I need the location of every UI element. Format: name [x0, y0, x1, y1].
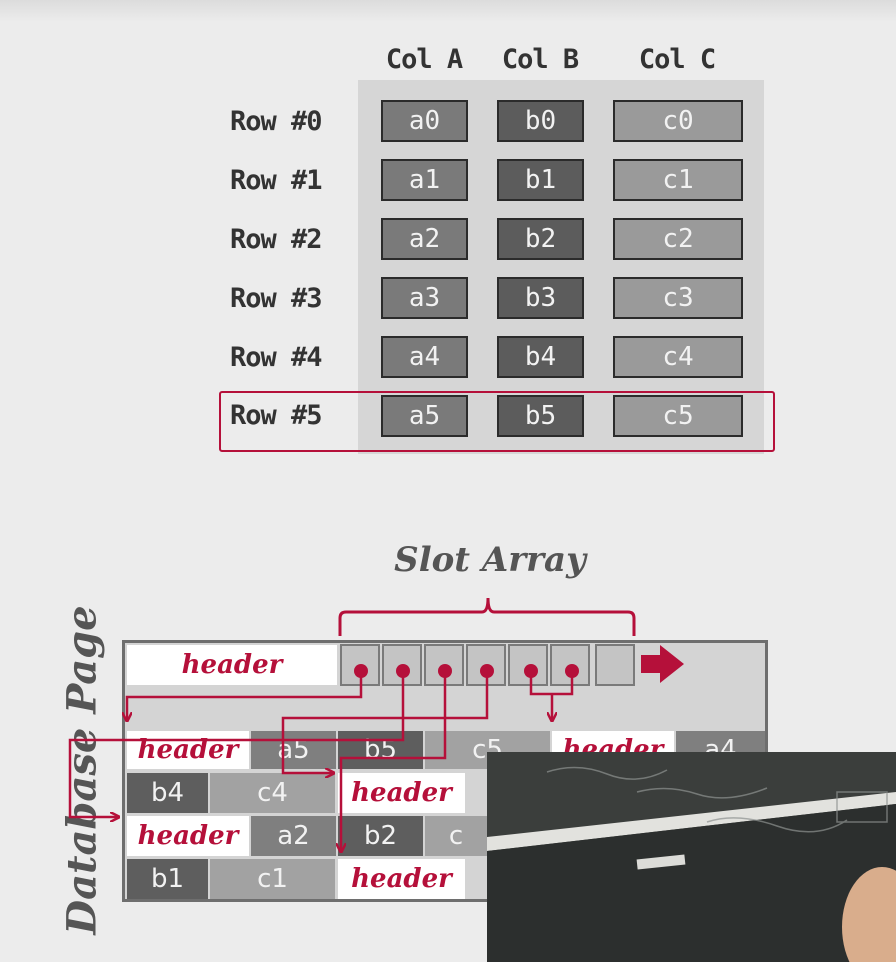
- slot-array-brace: [338, 597, 636, 636]
- cell-c3: c3: [613, 277, 743, 319]
- tuple-c4: c4: [210, 773, 335, 813]
- video-inset: [487, 752, 896, 962]
- row-label: Row #4: [230, 342, 323, 373]
- row-5-highlight: [219, 391, 775, 452]
- tuple-c1: c1: [210, 859, 335, 899]
- slot: [595, 644, 635, 686]
- row-label: Row #0: [230, 106, 323, 137]
- cell-b3: b3: [497, 277, 584, 319]
- col-header-c: Col C: [638, 44, 716, 75]
- cell-a1: a1: [381, 159, 468, 201]
- cell-b2: b2: [497, 218, 584, 260]
- tuple-a2: a2: [251, 816, 336, 856]
- tuple-b2: b2: [338, 816, 423, 856]
- growth-arrow: [641, 645, 684, 683]
- row-label: Row #3: [230, 283, 323, 314]
- tuple-header: header: [338, 859, 465, 899]
- cell-c5: c5: [613, 395, 743, 437]
- cell-a0: a0: [381, 100, 468, 142]
- cell-b0: b0: [497, 100, 584, 142]
- cell-b4: b4: [497, 336, 584, 378]
- cell-c1: c1: [613, 159, 743, 201]
- row-label: Row #1: [230, 165, 323, 196]
- cell-a5: a5: [381, 395, 468, 437]
- chalkboard-image: [487, 752, 896, 962]
- tuple-header: header: [127, 731, 249, 769]
- tuple-b1: b1: [127, 859, 208, 899]
- tuple-c2: c: [425, 816, 487, 856]
- col-header-a: Col A: [385, 44, 463, 75]
- row-label: Row #5: [230, 400, 323, 431]
- cell-a4: a4: [381, 336, 468, 378]
- cell-c2: c2: [613, 218, 743, 260]
- page-header: header: [127, 645, 337, 685]
- cell-b5: b5: [497, 395, 584, 437]
- cell-a2: a2: [381, 218, 468, 260]
- row-label: Row #2: [230, 224, 323, 255]
- col-header-b: Col B: [501, 44, 579, 75]
- top-bar: [0, 0, 896, 22]
- tuple-header: header: [127, 816, 249, 856]
- slot-array-title: Slot Array: [394, 540, 586, 580]
- cell-a3: a3: [381, 277, 468, 319]
- tuple-header: header: [338, 773, 465, 813]
- cell-b1: b1: [497, 159, 584, 201]
- tuple-b4: b4: [127, 773, 208, 813]
- cell-c4: c4: [613, 336, 743, 378]
- cell-c0: c0: [613, 100, 743, 142]
